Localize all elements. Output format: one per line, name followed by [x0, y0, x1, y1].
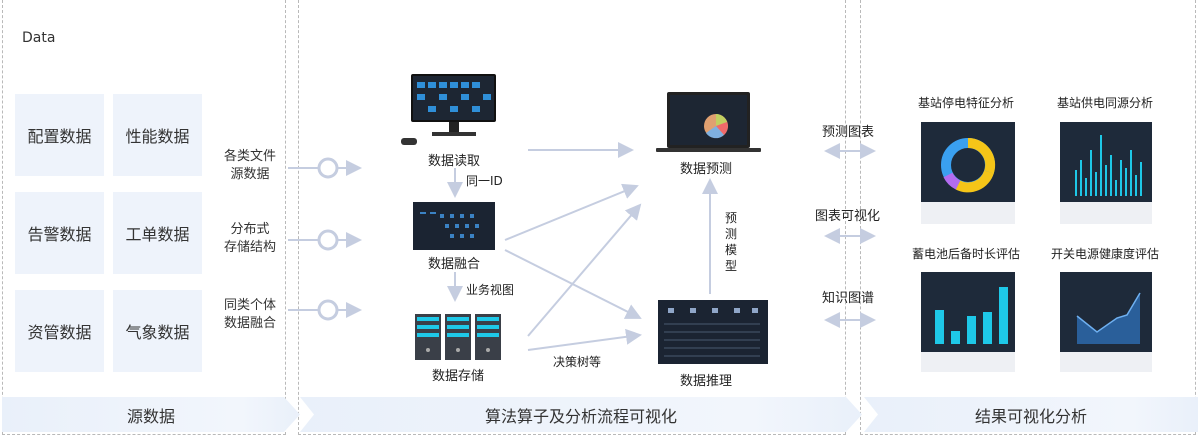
- cell-alarm-data: 告警数据: [15, 192, 104, 274]
- donut-chart-card: [921, 122, 1015, 224]
- edge-label-decision-tree: 决策树等: [553, 355, 602, 369]
- cell-weather-data: 气象数据: [113, 290, 202, 372]
- fusion-screen-icon: [413, 202, 495, 250]
- cell-config-data: 配置数据: [15, 94, 104, 176]
- input-label-files: 各类文件 源数据: [205, 148, 295, 184]
- input-label-fusion: 同类个体 数据融合: [205, 297, 295, 333]
- edge-label-predict-model: 预测模型: [724, 211, 737, 273]
- node-data-fusion: 数据融合: [428, 257, 481, 272]
- reason-screen-icon: [658, 300, 768, 364]
- node-data-predict: 数据预测: [680, 162, 733, 177]
- banner-result: 结果可视化分析: [864, 397, 1198, 432]
- server-rack-icon: [415, 314, 501, 360]
- input-label-line: 源数据: [230, 167, 270, 182]
- data-header: Data: [22, 30, 56, 46]
- process-arrows: [447, 142, 718, 351]
- input-label-line: 各类文件: [223, 149, 276, 164]
- node-data-reason: 数据推理: [680, 374, 733, 389]
- edge-label-business-view: 业务视图: [466, 283, 515, 297]
- result-title-homologous: 基站供电同源分析: [1057, 96, 1154, 110]
- input-label-line: 分布式: [230, 222, 270, 237]
- dense-bar-chart-card: [1060, 122, 1152, 224]
- link-arrows: [824, 143, 876, 328]
- input-label-line: 存储结构: [223, 240, 276, 255]
- banner-source-data: 源数据: [2, 397, 300, 432]
- cell-ticket-data: 工单数据: [113, 192, 202, 274]
- cell-asset-data: 资管数据: [15, 290, 104, 372]
- link-label-chart-visual: 图表可视化: [815, 209, 881, 224]
- input-label-line: 数据融合: [223, 316, 276, 331]
- laptop-predict-icon: [656, 92, 761, 152]
- cell-performance-data: 性能数据: [113, 94, 202, 176]
- banner-algorithm: 算法算子及分析流程可视化: [300, 397, 862, 432]
- node-data-read: 数据读取: [428, 154, 481, 169]
- input-label-line: 同类个体: [223, 298, 276, 313]
- link-label-prediction-chart: 预测图表: [822, 125, 875, 140]
- link-label-knowledge-graph: 知识图谱: [822, 291, 875, 306]
- input-label-storage: 分布式 存储结构: [205, 221, 295, 257]
- area-chart-card: [1060, 272, 1152, 372]
- monitor-read-icon: [401, 74, 496, 145]
- sync-icon: [317, 157, 339, 321]
- edge-label-same-id: 同一ID: [466, 174, 503, 188]
- result-title-power-health: 开关电源健康度评估: [1051, 247, 1160, 261]
- node-data-storage: 数据存储: [432, 369, 485, 384]
- bar-chart-card: [921, 272, 1015, 372]
- result-title-battery: 蓄电池后备时长评估: [912, 247, 1021, 261]
- result-title-outage: 基站停电特征分析: [918, 96, 1015, 110]
